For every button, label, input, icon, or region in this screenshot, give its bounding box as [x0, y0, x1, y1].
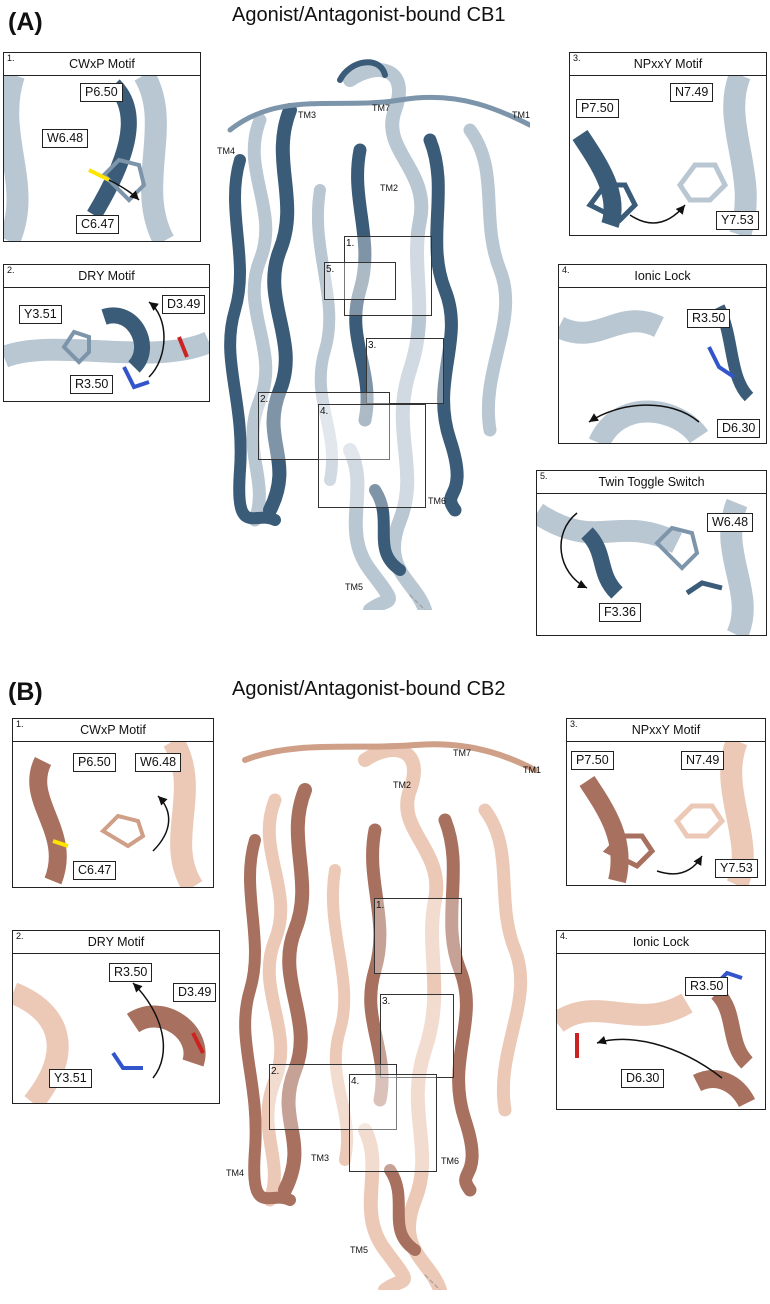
cb2-label-c647: C6.47	[73, 861, 117, 880]
cb1-inset-cwxp-art	[4, 75, 174, 241]
cb2-structure	[239, 741, 538, 1290]
cb1-region-box-1-num: 1.	[346, 238, 355, 249]
cb1-inset-cwxp-num: 1.	[7, 53, 15, 63]
cb1-inset-dry-art	[4, 301, 209, 390]
cb1-region-box-3-num: 3.	[368, 340, 377, 351]
cb1-label-f336: F3.36	[599, 603, 641, 622]
cb1-label-y753: Y7.53	[716, 211, 759, 230]
cb2-inset-dry: 2. DRY Motif R3.50 D3.49 Y3.51	[12, 930, 220, 1104]
cb2-tm5-label: TM5	[350, 1245, 368, 1255]
cb2-inset-npxxy-title: NPxxY Motif	[567, 719, 765, 742]
cb2-inset-dry-num: 2.	[16, 931, 24, 941]
cb2-tm4-label: TM4	[226, 1168, 244, 1178]
cb1-inset-cwxp-title: CWxP Motif	[4, 53, 200, 76]
cb2-label-y351: Y3.51	[49, 1069, 92, 1088]
cb2-label-ionic-r350: R3.50	[685, 977, 729, 996]
cb1-inset-dry-num: 2.	[7, 265, 15, 275]
panel-a-title: Agonist/Antagonist-bound CB1	[232, 4, 506, 26]
cb1-inset-twin-toggle: 5. Twin Toggle Switch W6.48 F3.36	[536, 470, 767, 636]
cb1-inset-twin-toggle-title: Twin Toggle Switch	[537, 471, 766, 494]
cb2-tm1-label: TM1	[523, 765, 541, 775]
cb2-label-w648: W6.48	[135, 753, 182, 772]
cb2-region-box-3-num: 3.	[382, 996, 391, 1007]
cb2-label-d349: D3.49	[173, 983, 217, 1002]
cb1-inset-npxxy-num: 3.	[573, 53, 581, 63]
panel-b-title: Agonist/Antagonist-bound CB2	[232, 678, 506, 700]
cb2-label-d630: D6.30	[621, 1069, 665, 1088]
cb2-label-p650: P6.50	[73, 753, 116, 772]
cb1-tm3-label: TM3	[298, 110, 316, 120]
cb2-region-box-2	[269, 1064, 397, 1130]
cb2-inset-dry-art	[13, 982, 206, 1103]
cb1-region-box-2	[258, 392, 390, 460]
cb2-label-y753: Y7.53	[715, 859, 758, 878]
cb1-label-d630: D6.30	[717, 419, 761, 438]
cb2-inset-cwxp-title: CWxP Motif	[13, 719, 213, 742]
cb2-inset-npxxy-num: 3.	[570, 719, 578, 729]
panel-a-letter: (A)	[8, 8, 43, 36]
cb1-label-ionic-r350: R3.50	[687, 309, 731, 328]
cb1-region-box-2-num: 2.	[260, 394, 269, 405]
cb1-label-r350: R3.50	[70, 375, 114, 394]
cb1-label-c647: C6.47	[76, 215, 120, 234]
cb1-inset-ionic-lock-num: 4.	[562, 265, 570, 275]
cb2-inset-ionic-lock-art	[557, 970, 756, 1108]
cb1-inset-twin-toggle-num: 5.	[540, 471, 548, 481]
cb2-inset-cwxp: 1. CWxP Motif P6.50 W6.48 C6.47	[12, 718, 214, 888]
cb2-tm3-label: TM3	[311, 1153, 329, 1163]
cb2-tm6-label: TM6	[441, 1156, 459, 1166]
cb1-inset-dry: 2. DRY Motif Y3.51 D3.49 R3.50	[3, 264, 210, 402]
cb2-inset-ionic-lock-title: Ionic Lock	[557, 931, 765, 954]
cb2-label-r350: R3.50	[109, 963, 153, 982]
cb1-inset-ionic-lock: 4. Ionic Lock R3.50 D6.30	[558, 264, 767, 444]
cb1-region-box-1	[344, 236, 432, 316]
cb2-inset-ionic-lock: 4. Ionic Lock R3.50 D6.30	[556, 930, 766, 1110]
cb1-region-box-4	[318, 404, 426, 508]
cb1-region-box-5	[324, 262, 396, 300]
cb1-label-p650: P6.50	[80, 83, 123, 102]
cb1-label-n749: N7.49	[670, 83, 714, 102]
cb1-label-p750: P7.50	[576, 99, 619, 118]
cb2-label-n749: N7.49	[681, 751, 725, 770]
cb2-inset-ionic-lock-num: 4.	[560, 931, 568, 941]
cb2-region-box-4	[349, 1074, 437, 1172]
cb2-tm7-label: TM7	[453, 748, 471, 758]
panel-b-letter: (B)	[8, 678, 43, 706]
cb2-tm2-label: TM2	[393, 780, 411, 790]
cb1-tm5-label: TM5	[345, 582, 363, 592]
cb2-region-box-1-num: 1.	[376, 900, 385, 911]
cb1-inset-npxxy-title: NPxxY Motif	[570, 53, 766, 76]
cb1-inset-dry-title: DRY Motif	[4, 265, 209, 288]
cb2-label-p750: P7.50	[571, 751, 614, 770]
cb2-region-box-2-num: 2.	[271, 1066, 280, 1077]
cb1-tm4-label: TM4	[217, 146, 235, 156]
cb2-inset-npxxy: 3. NPxxY Motif P7.50 N7.49 Y7.53	[566, 718, 766, 886]
cb1-structure	[224, 59, 530, 610]
cb1-tm2-label: TM2	[380, 183, 398, 193]
cb2-region-box-1	[374, 898, 462, 974]
cb1-inset-ionic-lock-title: Ionic Lock	[559, 265, 766, 288]
cb1-tm7-label: TM7	[372, 103, 390, 113]
cb1-tm6-label: TM6	[428, 496, 446, 506]
cb1-label-toggle-w648: W6.48	[707, 513, 754, 532]
cb1-region-box-3	[366, 338, 444, 404]
cb1-label-y351: Y3.51	[19, 305, 62, 324]
cb1-region-box-5-num: 5.	[326, 264, 335, 275]
cb1-inset-npxxy: 3. NPxxY Motif P7.50 N7.49 Y7.53	[569, 52, 767, 236]
cb2-inset-cwxp-num: 1.	[16, 719, 24, 729]
cb1-tm1-label: TM1	[512, 110, 530, 120]
cb1-inset-cwxp: 1. CWxP Motif P6.50 W6.48 C6.47	[3, 52, 201, 242]
cb1-label-d349: D3.49	[162, 295, 206, 314]
cb1-region-box-4-num: 4.	[320, 406, 329, 417]
cb2-region-box-4-num: 4.	[351, 1076, 360, 1087]
cb2-inset-dry-title: DRY Motif	[13, 931, 219, 954]
cb1-label-w648: W6.48	[42, 129, 89, 148]
